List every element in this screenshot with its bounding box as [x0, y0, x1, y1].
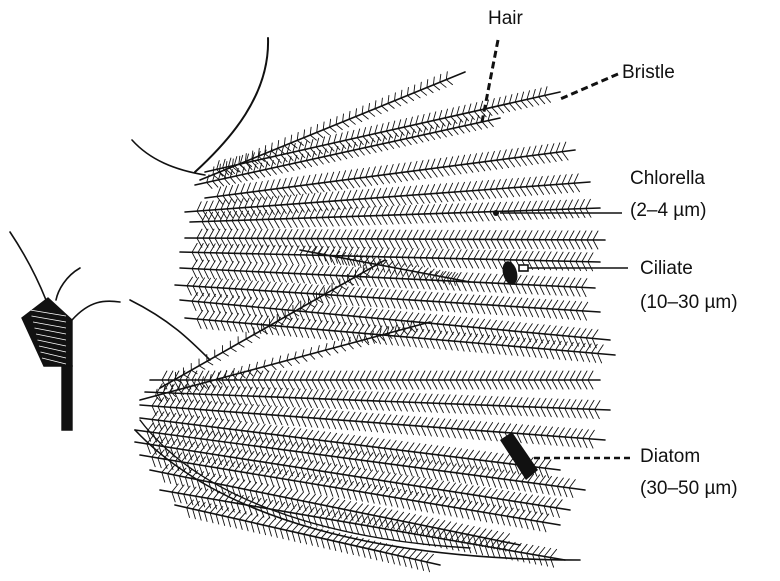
- small-appendage: [10, 232, 120, 430]
- seta-setules: [157, 384, 600, 419]
- seta-shaft: [175, 505, 440, 565]
- seta-shaft: [140, 322, 430, 400]
- ciliate-label: Ciliate: [640, 258, 693, 280]
- diatom-particle: [500, 432, 538, 480]
- appendage-antenna: [10, 232, 46, 300]
- seta: [195, 113, 500, 188]
- seta-setules: [187, 500, 434, 572]
- seta: [160, 484, 565, 567]
- long-curved-bristle: [195, 38, 268, 172]
- bristle-leader: [558, 74, 618, 100]
- basal-bristle: [130, 300, 210, 360]
- appendage-body: [22, 298, 72, 366]
- chlorella-size-label: (2–4 µm): [630, 200, 706, 222]
- seta: [185, 229, 605, 249]
- hair-label: Hair: [488, 8, 523, 30]
- setae-fan: [130, 38, 615, 572]
- ciliate-size-label: (10–30 µm): [640, 292, 738, 314]
- basal-bristle: [132, 140, 205, 175]
- ciliate-marker: [519, 265, 528, 271]
- chlorella-particle: [493, 210, 499, 216]
- seta-shaft: [205, 92, 560, 172]
- seta: [135, 436, 570, 518]
- diatom-size-label: (30–50 µm): [640, 478, 738, 500]
- appendage-antenna: [72, 301, 120, 320]
- seta: [140, 321, 430, 401]
- seta: [175, 500, 440, 572]
- diatom-label: Diatom: [640, 446, 700, 468]
- bristle-label: Bristle: [622, 62, 675, 84]
- seta-shaft: [190, 208, 600, 222]
- seta-shaft: [175, 285, 600, 312]
- appendage-antenna: [56, 268, 80, 300]
- seta: [145, 384, 610, 419]
- seta: [190, 199, 600, 230]
- appendage-stalk: [62, 366, 72, 430]
- hair-leader: [482, 40, 498, 122]
- seta-shaft: [185, 182, 590, 212]
- chlorella-label: Chlorella: [630, 168, 705, 190]
